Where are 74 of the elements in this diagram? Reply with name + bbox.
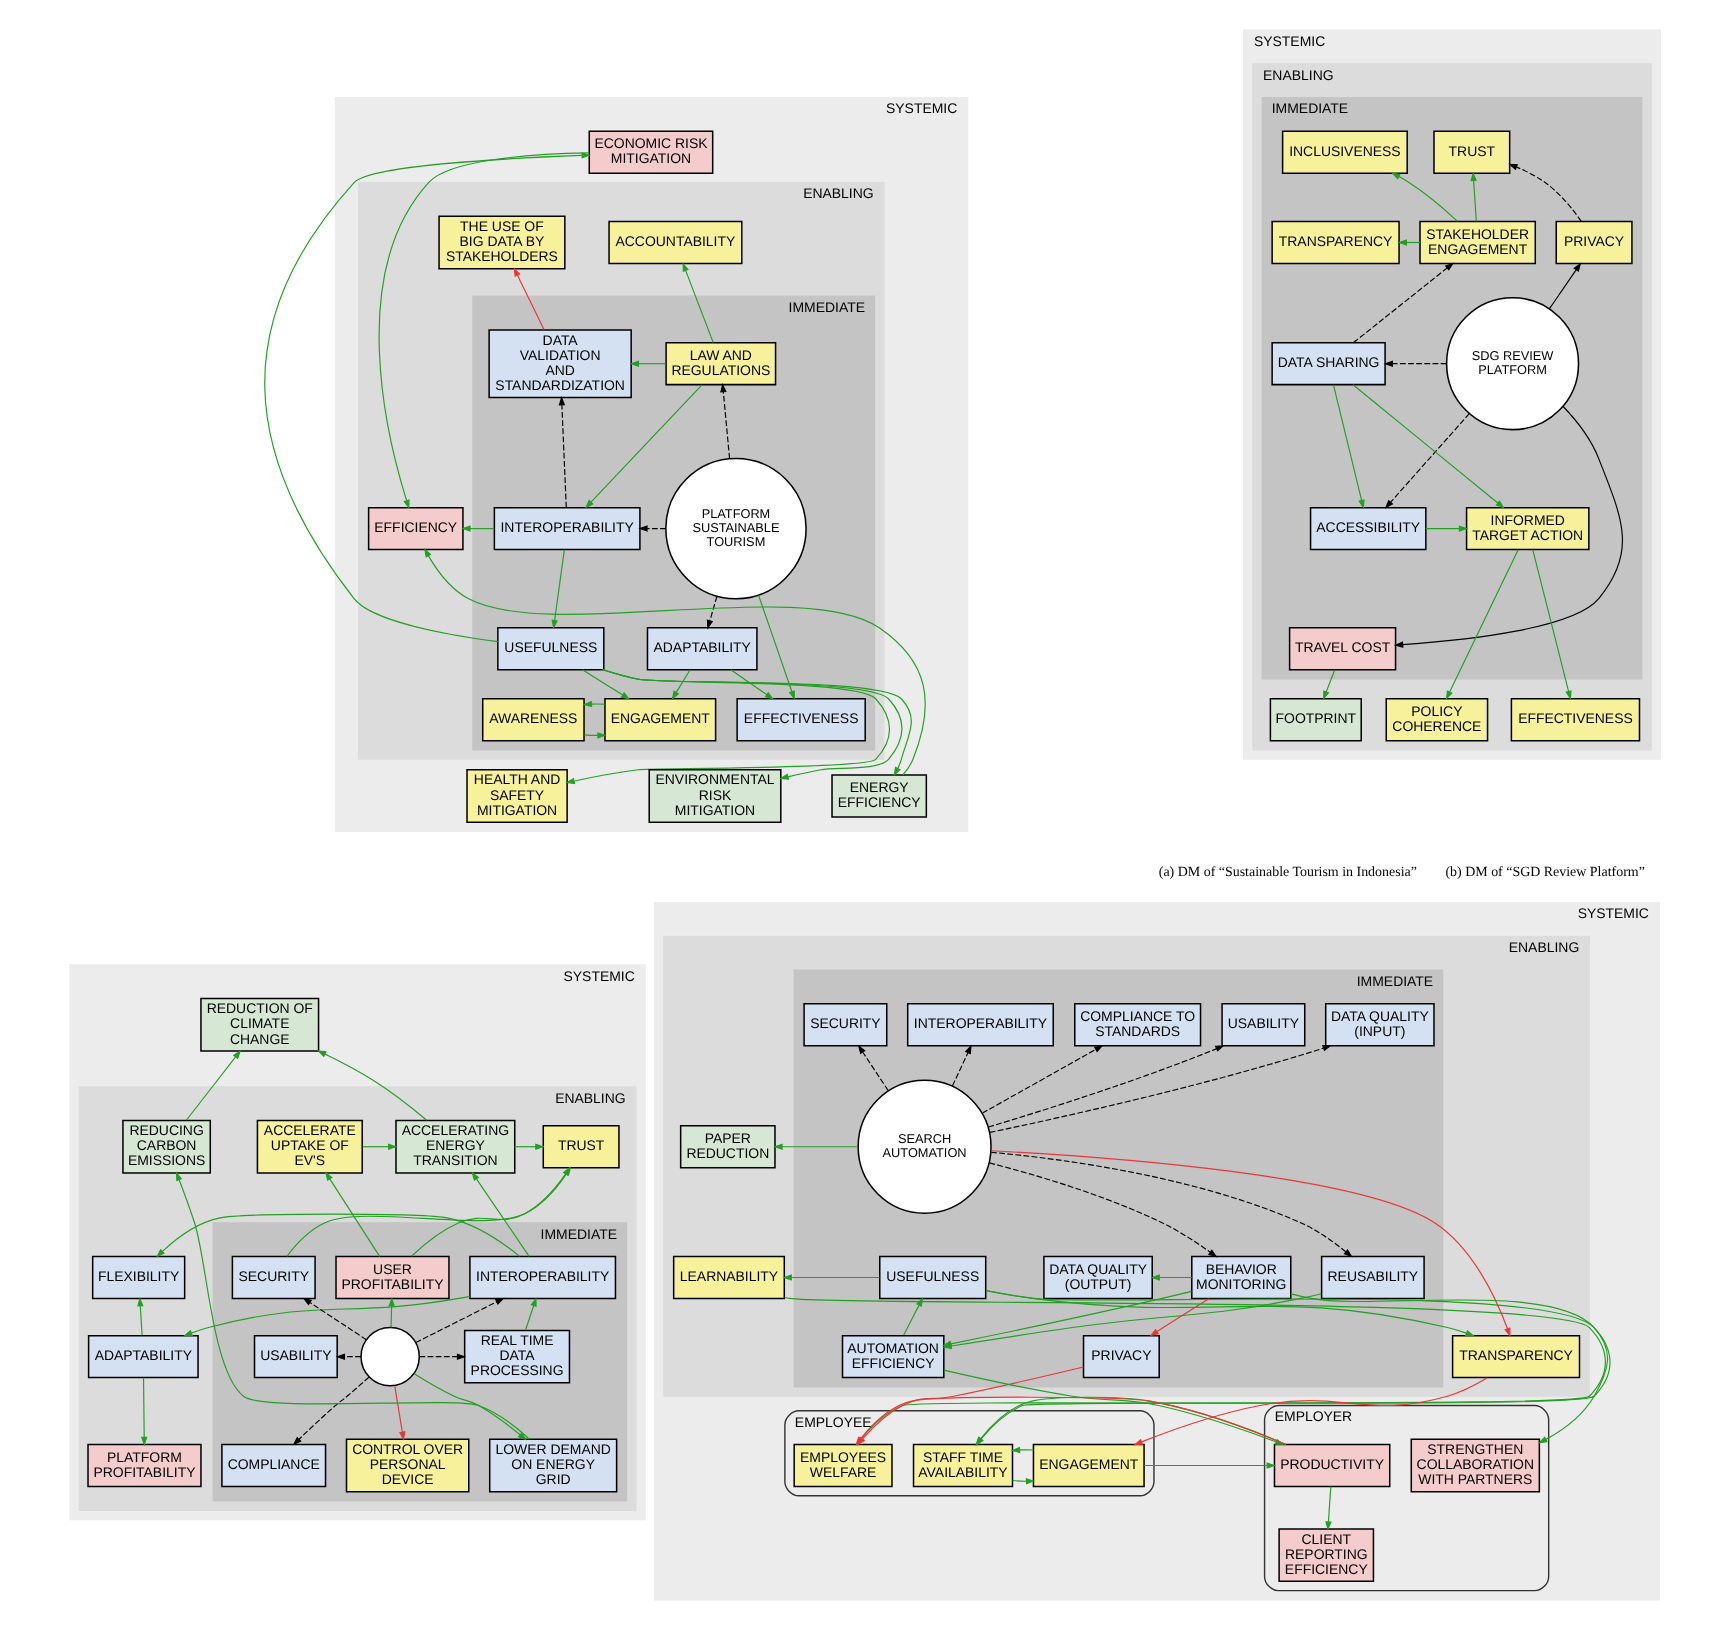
arrow: [583, 384, 702, 509]
arrow: [989, 1151, 1352, 1258]
arrow: [1392, 405, 1623, 648]
arrow: [182, 1295, 470, 1337]
arrow: [550, 549, 564, 630]
arrow: [423, 548, 925, 776]
arrow: [581, 700, 605, 708]
arrow: [681, 262, 713, 344]
arrow: [155, 1213, 520, 1258]
arrow: [334, 1353, 361, 1360]
arrow: [980, 1045, 1103, 1114]
node-circle: [359, 1326, 420, 1387]
arrow: [757, 594, 794, 701]
arrow: [1382, 360, 1447, 367]
arrow: [557, 396, 566, 508]
arrow: [470, 1171, 529, 1257]
arrow: [1142, 1462, 1275, 1469]
arrow: [772, 1143, 858, 1150]
arrow: [989, 1150, 1510, 1338]
arrow: [184, 1049, 241, 1121]
arrow: [1424, 525, 1468, 532]
arrow: [580, 669, 630, 700]
arrow: [513, 1143, 544, 1150]
arrow: [136, 1297, 143, 1336]
arrow: [781, 1274, 879, 1281]
arrow: [564, 669, 890, 785]
arrow: [291, 1376, 369, 1446]
arrow: [902, 1297, 923, 1336]
arrow: [324, 1171, 380, 1257]
arrow: [628, 360, 666, 367]
arrow: [729, 669, 774, 700]
arrow: [1531, 549, 1571, 701]
arrow: [988, 1045, 1331, 1133]
arrow: [139, 1377, 147, 1447]
arrow: [512, 267, 544, 331]
arrow: [1469, 171, 1476, 223]
arrow: [460, 525, 494, 532]
arrow: [412, 1373, 526, 1441]
arrow: [705, 595, 717, 630]
arrow: [263, 152, 590, 643]
arrow: [1148, 1298, 1209, 1337]
arrow: [1390, 172, 1458, 222]
arrow: [637, 525, 666, 532]
arrow: [984, 1289, 1474, 1337]
arrow: [174, 1171, 530, 1440]
arrow: [361, 1143, 397, 1150]
arrow: [1009, 1446, 1033, 1454]
arrow: [670, 669, 690, 700]
arrow: [414, 1297, 504, 1344]
arrow: [856, 1044, 888, 1092]
arrow: [1547, 262, 1581, 310]
arrow: [950, 1044, 971, 1087]
arrow: [1351, 384, 1504, 509]
arrow: [523, 1297, 536, 1331]
arrow: [1331, 384, 1364, 510]
arrow: [986, 1045, 1224, 1128]
arrow: [1011, 1478, 1035, 1485]
arrow: [1444, 549, 1518, 700]
arrow: [1149, 1274, 1192, 1281]
arrow: [393, 1385, 405, 1441]
arrow: [1507, 163, 1581, 222]
arrow: [417, 1353, 466, 1360]
arrow: [315, 1050, 427, 1121]
arrow: [582, 732, 606, 739]
arrow: [1322, 669, 1335, 701]
arrow: [719, 383, 730, 460]
arrow: [1383, 413, 1469, 509]
arrow: [987, 1162, 1217, 1258]
arrow: [1324, 1485, 1331, 1531]
arrow: [1289, 1293, 1608, 1444]
arrow: [301, 1297, 366, 1341]
arrow: [377, 152, 589, 510]
arrow: [1352, 262, 1454, 344]
arrow: [387, 1297, 394, 1328]
